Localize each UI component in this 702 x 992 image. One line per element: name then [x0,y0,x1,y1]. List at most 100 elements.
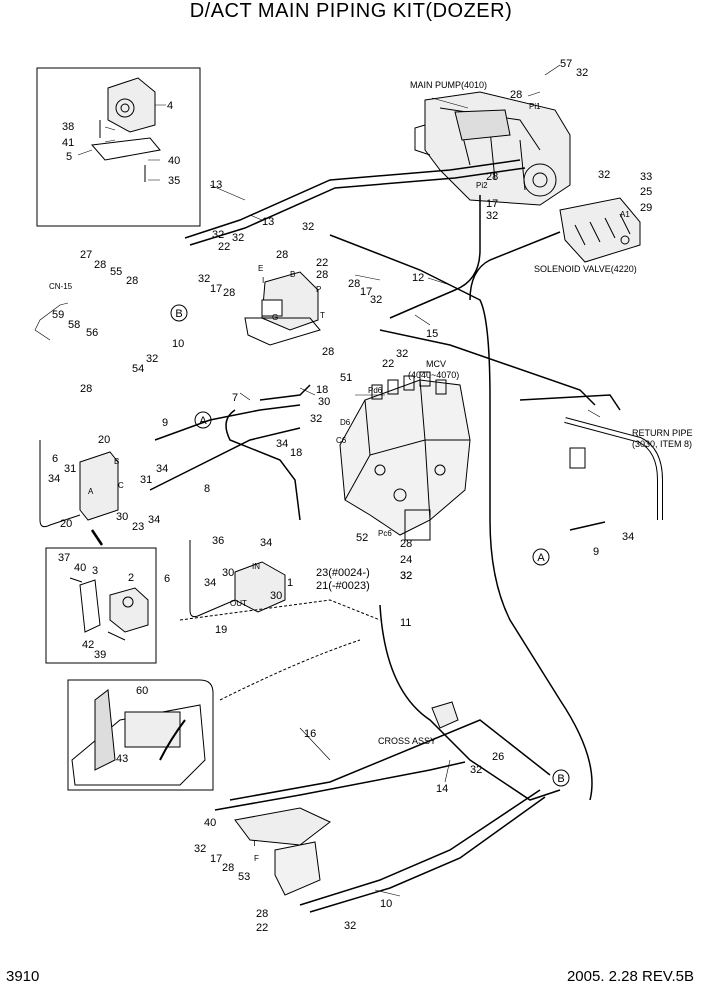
part-label: 32 [344,920,356,932]
part-label: 28 [94,259,106,271]
port-label: I [262,276,264,285]
port-label: B [290,270,295,279]
hoses [149,159,606,913]
mcv-block [339,371,471,541]
part-label: 7 [232,392,238,404]
callout-b-label: B [557,773,564,785]
part-label: 58 [68,319,80,331]
part-label: 32 [370,294,382,306]
part-label: 6 [52,453,58,465]
part-label: 25 [640,186,652,198]
part-label: 28 [400,538,412,550]
part-label: 22 [218,241,230,253]
part-label: 15 [426,328,438,340]
bracket-parts [69,577,149,641]
part-label: 32 [302,221,314,233]
part-label: 22 [382,358,394,370]
solenoid-valve [559,197,641,263]
port-label: T [320,311,325,320]
part-label: 53 [238,871,250,883]
caption-mcv-range: (4040~4070) [408,370,459,380]
part-label: 41 [62,137,74,149]
part-label: 34 [276,438,288,450]
part-label: 14 [436,783,448,795]
port-label: Pi2 [476,181,488,190]
part-label: 20 [98,434,110,446]
part-label: 24 [400,554,412,566]
pedal-assembly [234,807,331,896]
part-label: 28 [322,346,334,358]
part-label: 28 [276,249,288,261]
part-label: 34 [156,463,168,475]
cab-inset-box [67,679,214,791]
part-label: 32 [146,353,158,365]
part-label: 30 [116,511,128,523]
part-label: 8 [204,483,210,495]
part-label: 13 [262,216,274,228]
part-label: 2 [128,572,134,584]
port-label: B [114,457,119,466]
part-label: 28 [510,89,522,101]
part-label: 32 [576,67,588,79]
port-label: Pi1 [529,102,541,111]
part-label: 10 [380,898,392,910]
part-label: 23 [132,521,144,533]
part-label: 40 [204,817,216,829]
part-label: 32 [598,169,610,181]
port-label: G [272,313,278,322]
port-label: F [254,854,259,863]
part-label: 36 [212,535,224,547]
part-label: 28 [348,278,360,290]
part-label: 16 [304,728,316,740]
inset-valve [91,77,161,182]
machine-outline [179,599,381,701]
part-label: 32 [400,570,412,582]
caption-solenoid-valve: SOLENOID VALVE(4220) [534,264,637,274]
caption-return-pipe-ref: (3030, ITEM 8) [632,439,692,449]
port-label: Pc6 [378,529,392,538]
port-label: P [316,285,321,294]
callout-b-top: B [170,304,188,322]
return-pipe [519,394,663,520]
part-label: 6 [164,573,170,585]
callout-b-bottom: B [552,769,570,787]
part-label: 32 [486,210,498,222]
part-label: 32 [396,348,408,360]
part-label: 32 [310,413,322,425]
part-label: 17 [486,198,498,210]
callout-a-top: A [194,411,212,429]
part-label: 20 [60,518,72,530]
part-label: 30 [270,590,282,602]
callout-b-label: B [175,308,182,320]
part-label: 28 [222,862,234,874]
part-label: 28 [486,171,498,183]
part-label: 32 [470,764,482,776]
port-label: T [252,839,257,848]
part-label: 12 [412,272,424,284]
part-label: 34 [622,531,634,543]
part-label: 42 [82,639,94,651]
part-label: 57 [560,58,572,70]
port-label: A1 [620,210,630,219]
part-label: 32 [212,229,224,241]
part-label: 34 [148,514,160,526]
part-label: 43 [116,753,128,765]
part-label: 34 [260,537,272,549]
part-label: 18 [290,447,302,459]
part-label: 30 [222,567,234,579]
caption-mcv: MCV [426,359,446,369]
port-label: A [88,487,94,496]
port-label: Pd6 [368,386,383,395]
leader-lines [34,64,601,897]
port-label: C [118,481,124,490]
accumulator-block [189,540,286,618]
port-label: E [258,264,263,273]
cab-console [71,689,206,786]
part-label: 4 [167,100,173,112]
callout-a-label: A [537,552,545,564]
part-label: 11 [400,617,411,629]
part-label: 31 [64,463,76,475]
part-label: 40 [168,155,180,167]
part-label: 10 [172,338,184,350]
